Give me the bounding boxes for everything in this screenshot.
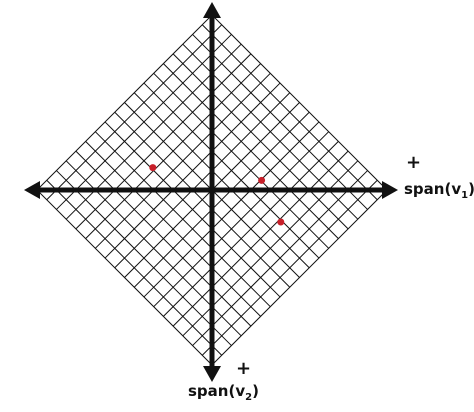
points-group [149, 164, 285, 226]
horizontal-axis-left-arrowhead [24, 181, 40, 199]
vertical-axis-label-subscript: 2 [245, 392, 252, 403]
grid-line [192, 170, 368, 346]
grid-line [211, 14, 388, 191]
data-point [149, 164, 157, 172]
grid-line [211, 189, 388, 366]
vertical-axis-label-suffix: ) [252, 382, 259, 400]
data-point [258, 176, 266, 184]
grid-line [192, 34, 368, 210]
grid-lattice [36, 14, 388, 366]
horizontal-axis-label: span(v1) [404, 180, 474, 201]
vertical-axis-plus-sign: + [236, 358, 251, 379]
vertical-axis-top-arrowhead [203, 2, 221, 18]
vertical-axis-label-prefix: span(v [188, 382, 245, 400]
horizontal-axis-label-prefix: span(v [404, 180, 461, 198]
vertical-axis-label: span(v2) [188, 382, 259, 403]
grid-line [201, 179, 378, 356]
vertical-axis [203, 2, 221, 382]
data-point [277, 218, 285, 226]
horizontal-axis-label-subscript: 1 [461, 190, 468, 201]
horizontal-axis-plus-sign: + [406, 152, 421, 173]
horizontal-axis-label-suffix: ) [468, 180, 474, 198]
grid-line [201, 24, 378, 201]
vertical-axis-bottom-arrowhead [203, 366, 221, 382]
horizontal-axis-right-arrowhead [382, 181, 398, 199]
